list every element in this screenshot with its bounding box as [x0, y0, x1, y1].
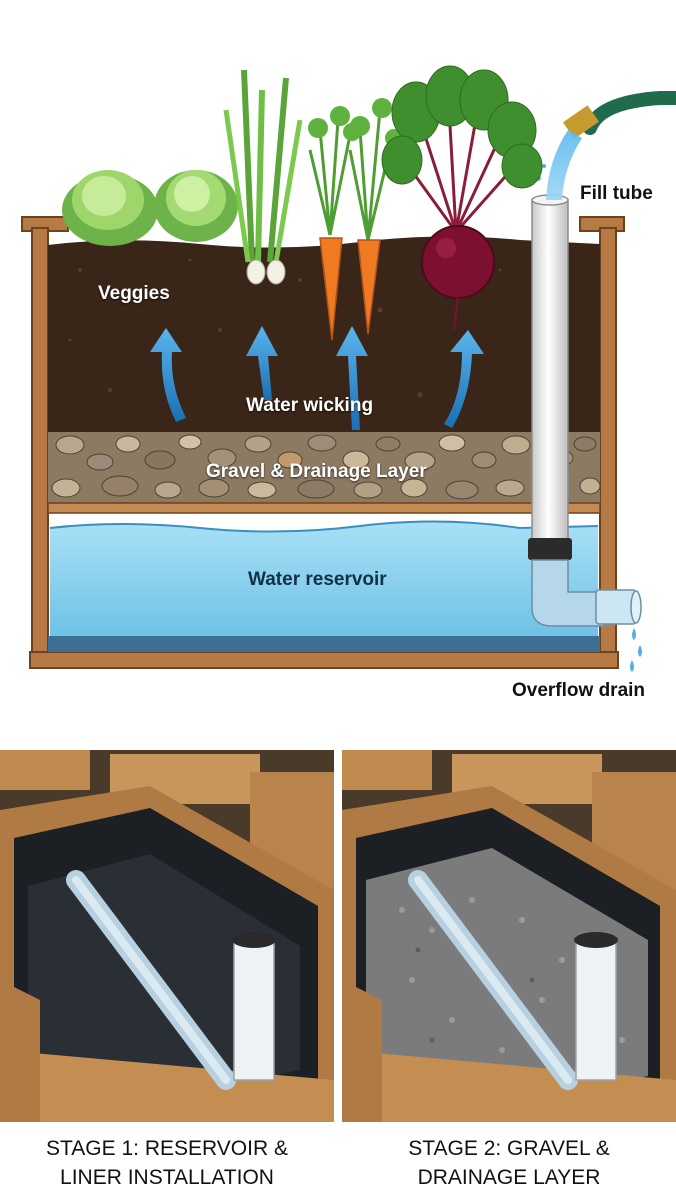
wicking-bed-diagram: Veggies Water wicking Gravel & Drainage …	[21, 65, 676, 701]
stage-1-photo	[0, 750, 334, 1122]
separator-board	[47, 502, 601, 514]
stage-2-caption-line2: DRAINAGE LAYER	[417, 1166, 601, 1189]
stage-2-caption: STAGE 2: GRAVEL & DRAINAGE LAYER	[342, 1134, 676, 1192]
stage-2-photo	[342, 750, 676, 1122]
overflow-drips	[630, 628, 642, 672]
water-reservoir	[48, 520, 600, 652]
green-onion-icon	[223, 69, 303, 285]
veggies-label: Veggies	[98, 283, 170, 304]
stage-1-caption-line2: LINER INSTALLATION	[60, 1166, 274, 1189]
stage-1-caption-line1: STAGE 1: RESERVOIR &	[46, 1137, 288, 1160]
stage-2-illustration	[342, 750, 676, 1122]
arrow-up-icon	[150, 328, 186, 422]
water-wicking-label: Water wicking	[246, 395, 374, 416]
stage-1-caption: STAGE 1: RESERVOIR & LINER INSTALLATION	[0, 1134, 334, 1192]
diagram-illustration	[21, 65, 676, 672]
stage-2-caption-line1: STAGE 2: GRAVEL &	[408, 1137, 610, 1160]
wicking-arrows	[150, 326, 484, 430]
beet-icon	[381, 65, 543, 331]
arrow-up-icon	[246, 326, 278, 400]
lettuce-icon	[62, 170, 238, 246]
wooden-frame	[21, 216, 625, 669]
arrow-up-icon	[444, 330, 484, 428]
fill-tube	[528, 194, 642, 627]
stage-1-illustration	[0, 750, 334, 1122]
reservoir-label: Water reservoir	[248, 569, 387, 590]
overflow-drain-label: Overflow drain	[512, 680, 646, 701]
arrow-up-icon	[336, 326, 368, 430]
gravel-label: Gravel & Drainage Layer	[206, 461, 427, 482]
garden-hose	[535, 91, 676, 200]
gravel-layer	[48, 432, 601, 504]
fill-tube-label: Fill tube	[580, 183, 653, 204]
carrot-icon	[308, 98, 403, 341]
